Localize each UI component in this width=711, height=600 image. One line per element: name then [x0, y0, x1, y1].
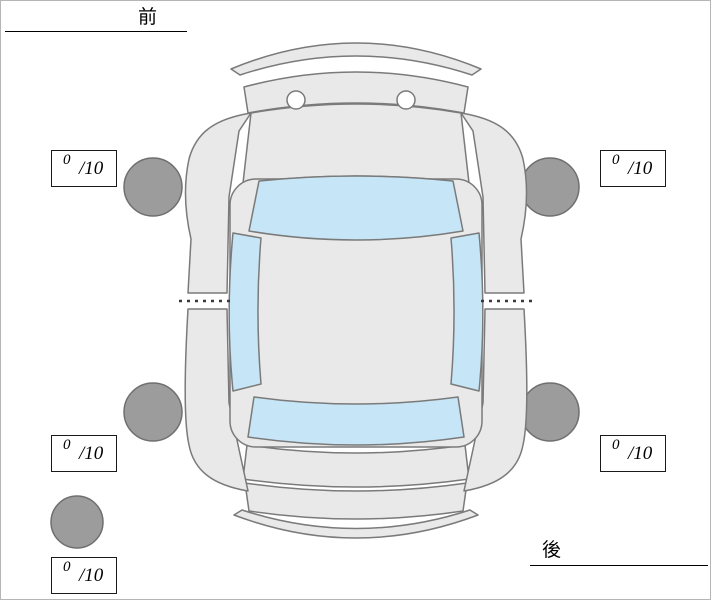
- tire-score-max: /10: [628, 443, 653, 464]
- rear-spoiler: [233, 509, 479, 539]
- panel-rear-left[interactable]: [184, 308, 249, 492]
- hood: [242, 103, 470, 184]
- wheels: [50, 157, 580, 549]
- wheel-spare[interactable]: [50, 495, 104, 549]
- side-window-left: [228, 232, 262, 392]
- rear-label-underline: [530, 565, 708, 566]
- wheel-rear-right[interactable]: [520, 382, 580, 442]
- panel-rear-right[interactable]: [463, 308, 528, 492]
- tire-score-box-spare[interactable]: 0 /10: [51, 557, 117, 594]
- tire-score-value: 0: [612, 437, 620, 453]
- tire-score-box-front-left[interactable]: 0 /10: [51, 150, 117, 187]
- rear-window: [247, 396, 465, 446]
- panel-front-right[interactable]: [460, 112, 528, 294]
- front-label-underline: [5, 31, 187, 32]
- side-window-right: [450, 232, 484, 392]
- tire-score-value: 0: [63, 437, 71, 453]
- car-body: [184, 42, 528, 539]
- tire-score-value: 0: [612, 152, 620, 168]
- wheel-front-right[interactable]: [520, 157, 580, 217]
- tire-score-box-front-right[interactable]: 0 /10: [600, 150, 666, 187]
- rear-label: 後: [542, 539, 562, 561]
- trunk: [242, 444, 470, 488]
- tire-score-max: /10: [79, 443, 104, 464]
- tire-score-max: /10: [79, 565, 104, 586]
- rear-bumper: [244, 482, 468, 520]
- tire-score-value: 0: [63, 152, 71, 168]
- tire-score-max: /10: [628, 158, 653, 179]
- front-spoiler: [230, 42, 482, 76]
- front-label: 前: [138, 6, 158, 28]
- car-glass: [228, 175, 484, 446]
- wheel-rear-left[interactable]: [123, 382, 183, 442]
- cowl-circle-right: [396, 90, 416, 110]
- panel-front-left[interactable]: [184, 112, 252, 294]
- wheel-front-left[interactable]: [123, 157, 183, 217]
- windshield: [248, 175, 464, 241]
- tire-score-max: /10: [79, 158, 104, 179]
- tire-score-value: 0: [63, 559, 71, 575]
- tire-score-box-rear-right[interactable]: 0 /10: [600, 435, 666, 472]
- cowl-circle-left: [286, 90, 306, 110]
- tire-score-box-rear-left[interactable]: 0 /10: [51, 435, 117, 472]
